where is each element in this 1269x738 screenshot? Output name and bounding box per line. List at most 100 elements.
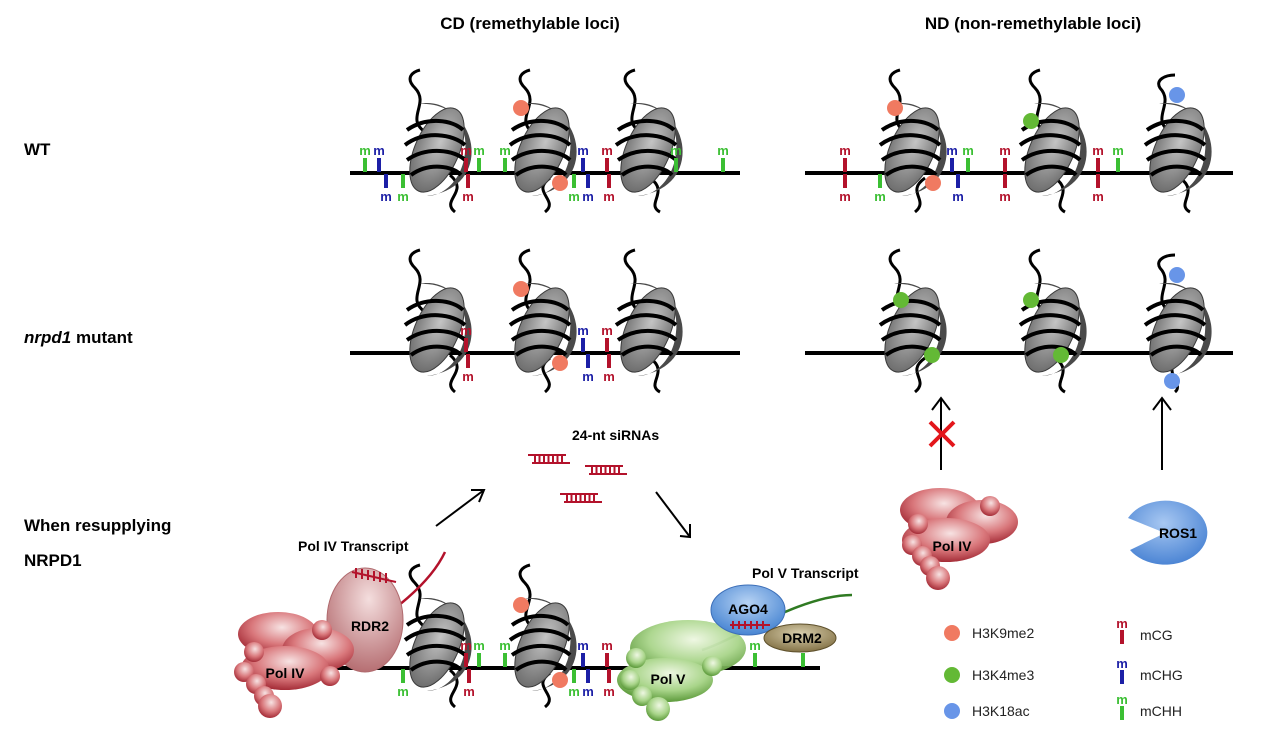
- mcg-mark-tick: [466, 174, 470, 188]
- mcg-mark: m: [603, 684, 615, 699]
- pol-iv-complex-resupply: Pol IV: [234, 612, 354, 718]
- sirna-duplex: [560, 493, 602, 503]
- mchh-mark-tick: [572, 174, 576, 188]
- mchg-mark-tick: [586, 354, 590, 368]
- mcg-mark: m: [463, 684, 475, 699]
- mchh-mark: m: [568, 684, 580, 699]
- mchg-mark-tick: [384, 174, 388, 188]
- mchh-mark-tick: [572, 669, 576, 683]
- mcg-mark: m: [601, 143, 613, 158]
- mcg-mark-tick: [843, 174, 847, 188]
- arrowhead: [679, 524, 691, 539]
- mcg-mark-tick: [1003, 158, 1007, 172]
- mcg-mark-tick: [1096, 174, 1100, 188]
- mchh-mark: m: [749, 638, 761, 653]
- mcg-mark: m: [603, 189, 615, 204]
- h3k18ac-dot: [1164, 373, 1180, 389]
- mchg-mark: m: [577, 638, 589, 653]
- mcg-mark: m: [839, 143, 851, 158]
- pol-v-label: Pol V: [650, 671, 686, 687]
- ros1-label: ROS1: [1159, 525, 1197, 541]
- mchh-mark: m: [473, 143, 485, 158]
- legend-h3k9me2-label: H3K9me2: [972, 625, 1034, 641]
- mchh-mark: m: [397, 189, 409, 204]
- legend-mchg-label: mCHG: [1140, 667, 1183, 683]
- mcg-mark: m: [601, 638, 613, 653]
- h3k9me2-dot: [513, 100, 529, 116]
- mchh-mark: m: [473, 638, 485, 653]
- mchg-mark: m: [952, 189, 964, 204]
- rdr2-label: RDR2: [351, 618, 389, 634]
- mcg-mark-tick: [466, 354, 470, 368]
- resupply-label-line1: When resupplying: [24, 516, 171, 535]
- mchh-mark: m: [1112, 143, 1124, 158]
- nucleosome: [1011, 97, 1093, 203]
- h3k9me2-dot: [552, 355, 568, 371]
- sirna-group: [528, 454, 627, 503]
- mchg-mark: m: [380, 189, 392, 204]
- drm2-enzyme: DRM2: [763, 623, 837, 653]
- pol-iv-label-nd: Pol IV: [933, 538, 973, 554]
- mchg-mark: m: [577, 323, 589, 338]
- mchh-mark: m: [499, 638, 511, 653]
- mchh-mark-tick: [477, 653, 481, 667]
- legend-mchg-tick: [1120, 670, 1124, 684]
- mcg-mark-tick: [605, 158, 609, 172]
- h3k4me3-dot: [924, 347, 940, 363]
- legend-mcg-mark: m: [1116, 616, 1128, 631]
- mchh-mark: m: [717, 143, 729, 158]
- mchg-mark-tick: [581, 158, 585, 172]
- mchg-mark-tick: [581, 653, 585, 667]
- sirna-duplex: [528, 454, 570, 464]
- mchh-mark-tick: [721, 158, 725, 172]
- h3k4me3-dot: [1023, 113, 1039, 129]
- arrow-to-sirna: [435, 489, 485, 527]
- legend-mchh-label: mCHH: [1140, 703, 1182, 719]
- mcg-mark: m: [999, 143, 1011, 158]
- mcg-mark-tick: [607, 174, 611, 188]
- mcg-mark: m: [462, 369, 474, 384]
- h3k9me2-dot: [513, 597, 529, 613]
- arrowhead: [1152, 396, 1172, 411]
- h3k9me2-dot: [513, 281, 529, 297]
- ros1-icon: [1128, 500, 1208, 565]
- mcg-mark-tick: [467, 669, 471, 683]
- mchh-mark: m: [568, 189, 580, 204]
- mchg-mark: m: [582, 369, 594, 384]
- nucleosome: [501, 277, 583, 383]
- mchh-mark-tick: [878, 174, 882, 188]
- arrowhead: [931, 396, 951, 411]
- mchh-mark: m: [499, 143, 511, 158]
- pol-iv-complex-nd: Pol IV: [900, 488, 1018, 590]
- mchg-mark-tick: [581, 338, 585, 352]
- mchg-mark: m: [582, 684, 594, 699]
- h3k18ac-dot: [1169, 267, 1185, 283]
- mchg-mark: m: [577, 143, 589, 158]
- mcg-mark-tick: [605, 653, 609, 667]
- sirna-duplex: [585, 465, 627, 475]
- sirna-label: 24-nt siRNAs: [572, 427, 659, 443]
- arrowhead: [471, 489, 486, 503]
- mcg-mark-tick: [607, 669, 611, 683]
- mcg-mark: m: [603, 369, 615, 384]
- mcg-mark-tick: [607, 354, 611, 368]
- h3k9me2-dot: [552, 672, 568, 688]
- h3k18ac-dot: [1169, 87, 1185, 103]
- legend-h3k18ac-label: H3K18ac: [972, 703, 1030, 719]
- mchh-mark: m: [670, 143, 682, 158]
- arrows: [435, 396, 1172, 539]
- mcg-mark: m: [460, 323, 472, 338]
- mchh-mark: m: [874, 189, 886, 204]
- histone-marks: [513, 87, 1185, 688]
- h3k9me2-dot: [887, 100, 903, 116]
- ros1-enzyme: ROS1: [1128, 500, 1208, 565]
- mchh-mark-tick: [801, 653, 805, 667]
- arrow-from-sirna: [655, 491, 691, 538]
- h3k4me3-dot: [1053, 347, 1069, 363]
- nucleosome: [1136, 277, 1218, 383]
- mchh-mark-tick: [401, 174, 405, 188]
- mchg-mark-tick: [956, 174, 960, 188]
- legend-h3k4me3-label: H3K4me3: [972, 667, 1034, 683]
- resupply-label-line2: NRPD1: [24, 551, 82, 570]
